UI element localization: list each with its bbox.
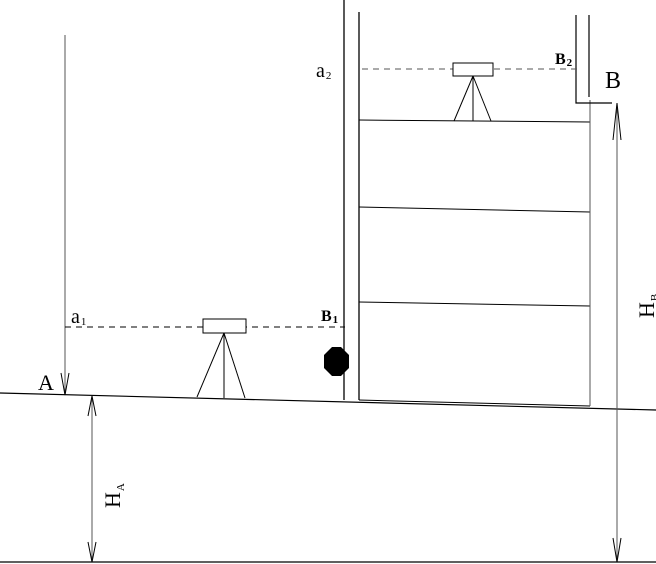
building-base	[358, 399, 591, 407]
benchmark-marker	[324, 347, 349, 376]
level-instrument-upper	[452, 62, 494, 122]
label-height-b: HB	[634, 294, 656, 318]
level-instrument-lower	[196, 318, 247, 399]
dimension-ha-arrow-bottom	[87, 541, 97, 563]
floor-line-1	[358, 119, 591, 123]
label-reading-a1: a1	[71, 306, 86, 328]
floor-line-3	[358, 301, 591, 307]
point-b-corner	[575, 15, 612, 104]
label-reading-b1: B1	[321, 308, 338, 326]
label-height-a: HA	[100, 483, 127, 508]
ground-line	[0, 392, 656, 411]
floor-line-2	[358, 206, 591, 213]
label-point-a: A	[38, 370, 54, 395]
label-reading-a2: a2	[316, 60, 331, 82]
dimension-ha-arrow-top	[87, 395, 97, 417]
dimension-hb-arrow-bottom	[612, 537, 622, 563]
label-point-b: B	[605, 68, 621, 94]
staff-a-arrow	[60, 372, 70, 396]
dimension-hb-arrow-top	[612, 102, 622, 141]
label-reading-b2: B2	[555, 51, 573, 69]
